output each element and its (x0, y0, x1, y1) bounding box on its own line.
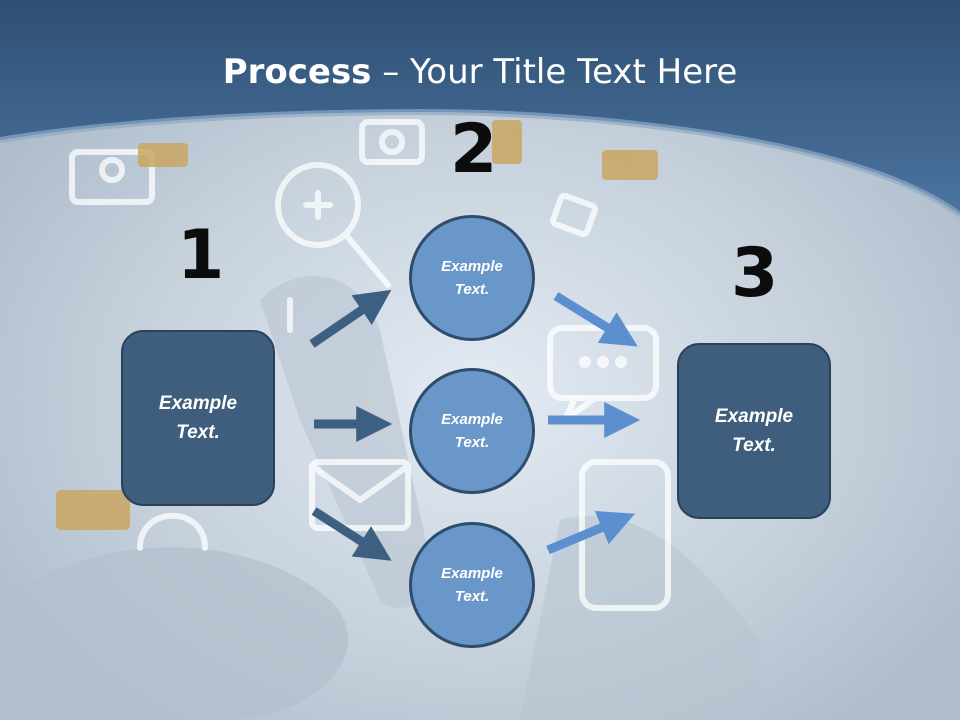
box-step-3-text: Example Text. (715, 402, 793, 460)
arrow-left-to-bottom (311, 507, 392, 561)
coin-stack-icon (56, 120, 658, 530)
box-step-1-line2: Text. (176, 422, 220, 443)
arrow-bottom-to-right (546, 511, 635, 555)
title-rest: – Your Title Text Here (371, 52, 738, 92)
envelope-small-icon (550, 192, 598, 238)
box-step-3-line2: Text. (732, 435, 776, 456)
magnifier-plus-icon (275, 162, 391, 288)
circle-step-2b-text: Example Text. (441, 408, 503, 454)
slide-title: Process – Your Title Text Here (0, 52, 960, 92)
circle-step-2c: Example Text. (409, 522, 535, 648)
person-icon (69, 149, 155, 205)
box-step-1: Example Text. (121, 330, 275, 506)
circle-step-2c-text: Example Text. (441, 562, 503, 608)
circle-step-2a-line1: Example (441, 258, 503, 275)
step-number-2: 2 (450, 110, 498, 189)
camera-icon (359, 119, 425, 165)
box-step-1-line1: Example (158, 393, 238, 414)
step-number-1: 1 (177, 216, 225, 295)
circle-step-2b: Example Text. (409, 368, 535, 494)
box-step-1-text: Example Text. (159, 389, 237, 447)
circle-step-2a-line2: Text. (454, 281, 490, 298)
step-number-3: 3 (731, 234, 779, 313)
arrow-left-to-top (309, 289, 392, 348)
box-step-3-line1: Example (714, 406, 794, 427)
circle-step-2c-line2: Text. (454, 588, 490, 605)
circle-step-2a-text: Example Text. (441, 255, 503, 301)
arrow-top-to-right (553, 292, 638, 347)
circle-step-2b-line2: Text. (454, 434, 490, 451)
circle-step-2a: Example Text. (409, 215, 535, 341)
title-bold: Process (222, 52, 372, 92)
circle-step-2c-line1: Example (441, 565, 503, 582)
circle-step-2b-line1: Example (441, 411, 503, 428)
box-step-3: Example Text. (677, 343, 831, 519)
headset-icon (137, 512, 208, 551)
